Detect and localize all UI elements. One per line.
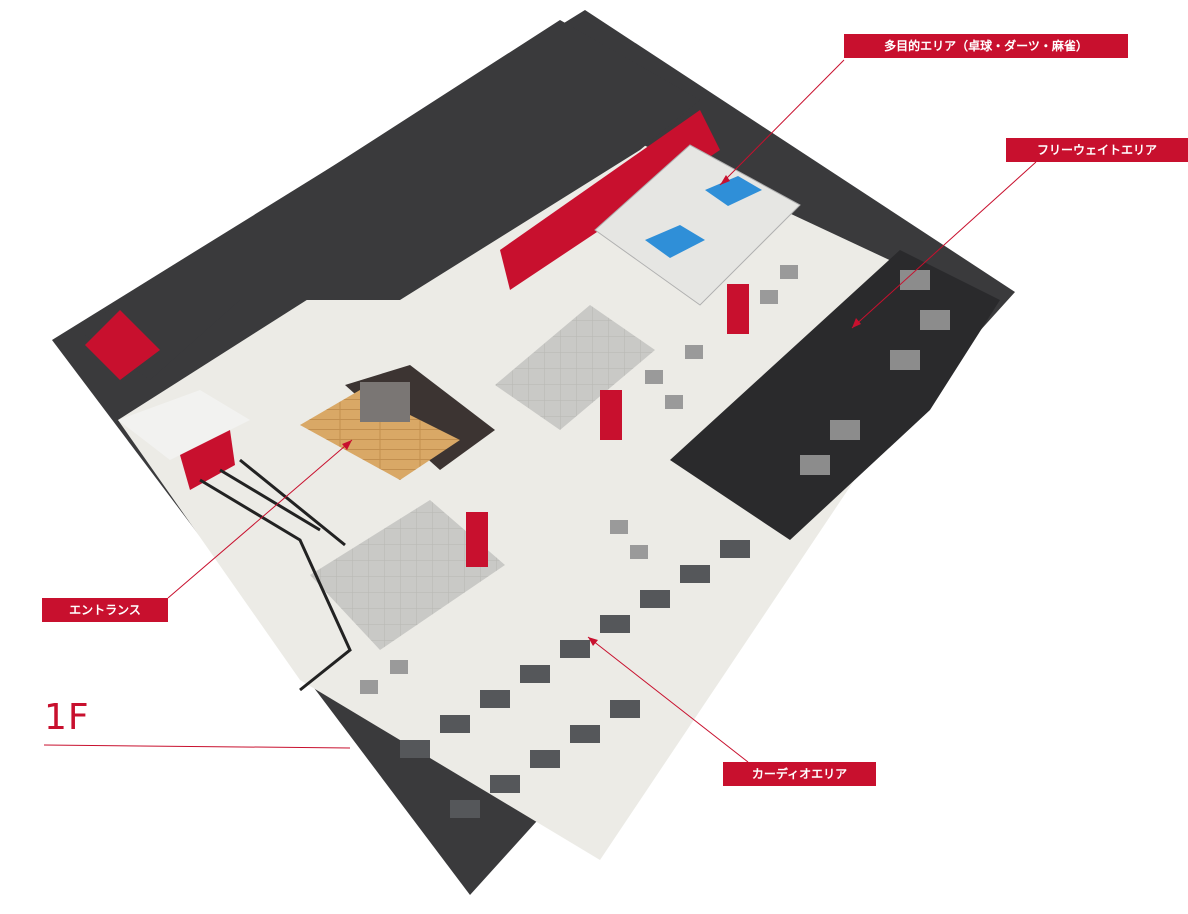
leader-line-entrance — [167, 439, 353, 599]
upper-roof — [78, 20, 700, 380]
label-cardio-area: カーディオエリア — [723, 762, 876, 786]
red-wall-upper-left — [180, 430, 235, 490]
leader-lines — [167, 59, 1037, 763]
tile-area-lower — [310, 500, 505, 650]
main-floor — [118, 120, 975, 860]
wood-floor — [300, 390, 460, 480]
strength-machines — [360, 265, 798, 694]
floor-indicator: 1F — [44, 697, 90, 738]
floor-underline — [43, 744, 351, 749]
entrance-glass-frame — [199, 458, 352, 692]
free-weight-floor — [670, 250, 1000, 540]
red-pillar-3 — [727, 284, 749, 334]
arrow-multi — [720, 175, 730, 185]
label-free-weight-area: フリーウェイトエリア — [1006, 138, 1188, 162]
leader-line-cardio — [587, 636, 749, 763]
leader-line-free — [851, 161, 1037, 329]
ping-pong-table-1 — [645, 225, 705, 258]
arrow-entrance — [342, 440, 352, 450]
reception-counter — [360, 382, 410, 422]
arrow-free — [852, 318, 861, 328]
leader-arrows — [342, 175, 861, 646]
entrance-wing-wall — [118, 390, 250, 460]
label-multi-purpose-area: 多目的エリア（卓球・ダーツ・麻雀） — [844, 34, 1128, 58]
tile-area-center — [495, 305, 655, 430]
ping-pong-table-2 — [705, 176, 762, 206]
leader-line-multi — [719, 59, 845, 186]
label-entrance-area: エントランス — [42, 598, 168, 622]
red-wall-multi — [500, 110, 720, 290]
red-pillar-2 — [466, 512, 488, 567]
free-weight-racks — [800, 270, 950, 475]
arrow-cardio — [588, 637, 598, 646]
cardio-machines — [400, 540, 750, 818]
red-pillar-1 — [600, 390, 622, 440]
red-wall-stair — [85, 310, 160, 380]
